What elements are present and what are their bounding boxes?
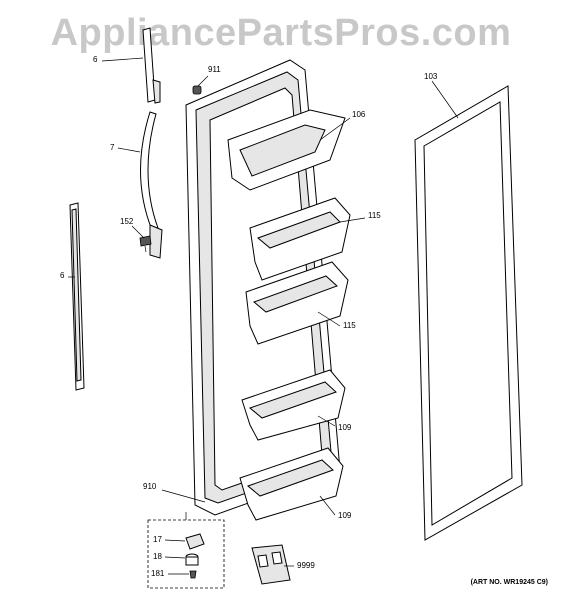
callout-upper-bin-2: 115 xyxy=(343,321,356,330)
plug-button-part[interactable] xyxy=(192,85,202,95)
lower-bin-2-part[interactable] xyxy=(239,447,344,521)
gasket-part[interactable] xyxy=(414,85,523,541)
handle-bottom-trim-part[interactable] xyxy=(69,202,85,391)
callout-hardware-kit: 9999 xyxy=(297,561,315,570)
upper-bin-2-part[interactable] xyxy=(245,261,349,345)
handle-top-trim-part[interactable] xyxy=(142,27,161,104)
handle-part[interactable] xyxy=(140,111,163,259)
watermark-logo: AppliancePartsPros.com xyxy=(50,12,512,54)
screw-part[interactable] xyxy=(139,235,152,253)
callout-handle-top-trim: 6 xyxy=(93,55,98,64)
callout-hinge-screw: 181 xyxy=(151,569,165,578)
callout-hinge-bracket: 17 xyxy=(153,535,162,544)
callout-bushing: 18 xyxy=(153,552,162,561)
callout-door-assembly: 910 xyxy=(143,482,157,491)
callout-upper-bin-1: 115 xyxy=(368,211,381,220)
art-number-label: (ART NO. WR19245 C9) xyxy=(470,579,548,586)
bushing-part[interactable] xyxy=(185,553,199,566)
lower-bin-1-part[interactable] xyxy=(241,369,346,441)
dairy-door-part[interactable] xyxy=(227,109,346,191)
callout-lower-bin-1: 109 xyxy=(338,423,352,432)
callout-gasket: 103 xyxy=(424,72,438,81)
hardware-kit-part[interactable] xyxy=(251,544,291,585)
callout-handle: 7 xyxy=(110,143,115,152)
hinge-bracket-part[interactable] xyxy=(185,533,205,550)
callout-lower-bin-2: 109 xyxy=(338,511,352,520)
callout-plug-button: 911 xyxy=(208,65,221,74)
callout-screw: 152 xyxy=(120,217,134,226)
callout-dairy-door: 106 xyxy=(352,110,366,119)
callout-handle-bottom-trim: 6 xyxy=(60,271,65,280)
hinge-screw-part[interactable] xyxy=(189,570,197,579)
